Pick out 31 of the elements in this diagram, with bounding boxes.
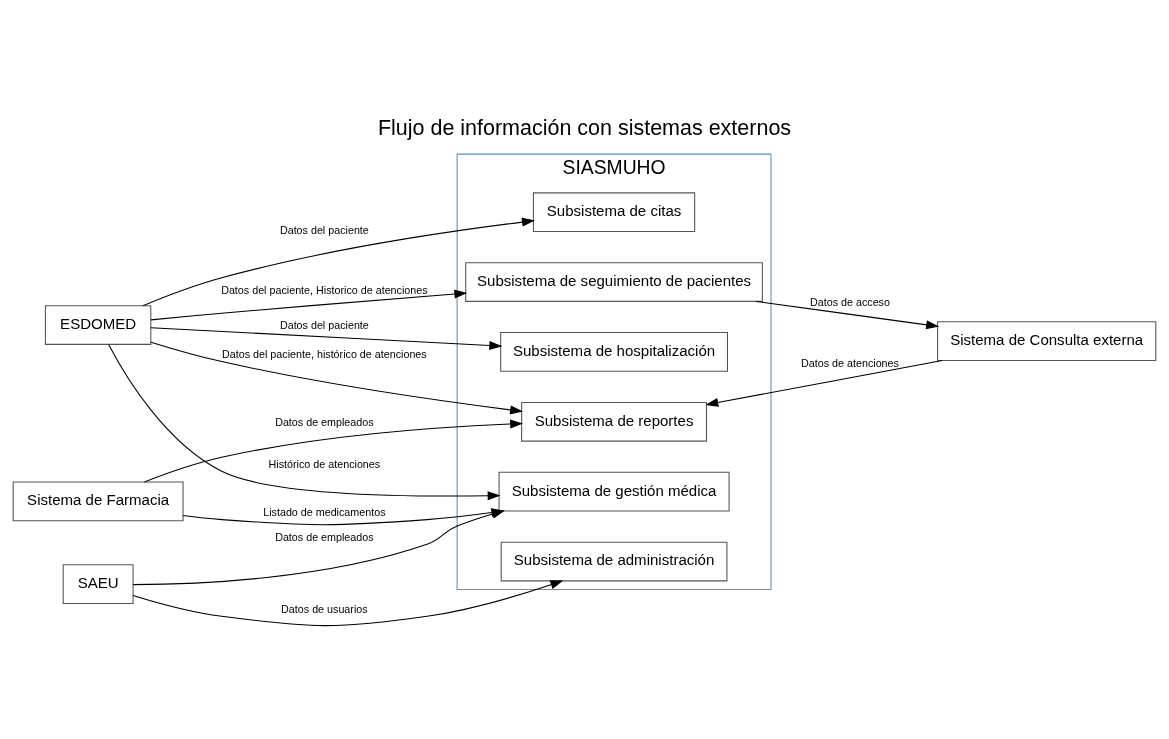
edge-label: Datos de empleados: [275, 416, 374, 429]
node-box: Subsistema de citas: [532, 192, 696, 233]
arrow: [142, 217, 535, 307]
arrow: [150, 341, 523, 415]
edge-label: Datos del paciente, histórico de atenciones: [222, 348, 427, 361]
node-box: Subsistema de seguimiento de pacientes: [465, 262, 763, 302]
node-box: Subsistema de administración: [500, 541, 728, 582]
edge-label: Histórico de atenciones: [268, 458, 381, 471]
node-box: Subsistema de hospitalización: [500, 332, 728, 372]
node-box: ESDOMED: [44, 305, 152, 345]
arrow: [143, 419, 524, 483]
arrow: [705, 360, 943, 407]
edge-label: Datos de acceso: [810, 295, 890, 308]
arrow: [150, 289, 468, 321]
edge-label: Datos del paciente, Historico de atenciones: [221, 283, 428, 296]
edge-label: Datos de usuarios: [281, 603, 368, 616]
edge-label: Datos de empleados: [275, 531, 374, 544]
arrow: [108, 344, 501, 501]
arrow: [132, 580, 564, 627]
node-box: SAEU: [62, 564, 134, 604]
node-box: Subsistema de gestión médica: [498, 471, 730, 512]
arrow: [755, 300, 940, 330]
edge-label: Datos del paciente: [279, 223, 369, 236]
node-box: Sistema de Consulta externa: [937, 321, 1157, 362]
diagram-title: Flujo de información con sistemas externos: [377, 115, 792, 140]
edge-label: Listado de medicamentos: [263, 506, 386, 519]
arrow: [150, 327, 503, 350]
edge-label: Datos del paciente: [279, 319, 369, 332]
edge-label: Datos de atenciones: [801, 356, 899, 369]
node-box: Subsistema de reportes: [521, 401, 708, 442]
node-box: Sistema de Farmacia: [12, 481, 184, 522]
